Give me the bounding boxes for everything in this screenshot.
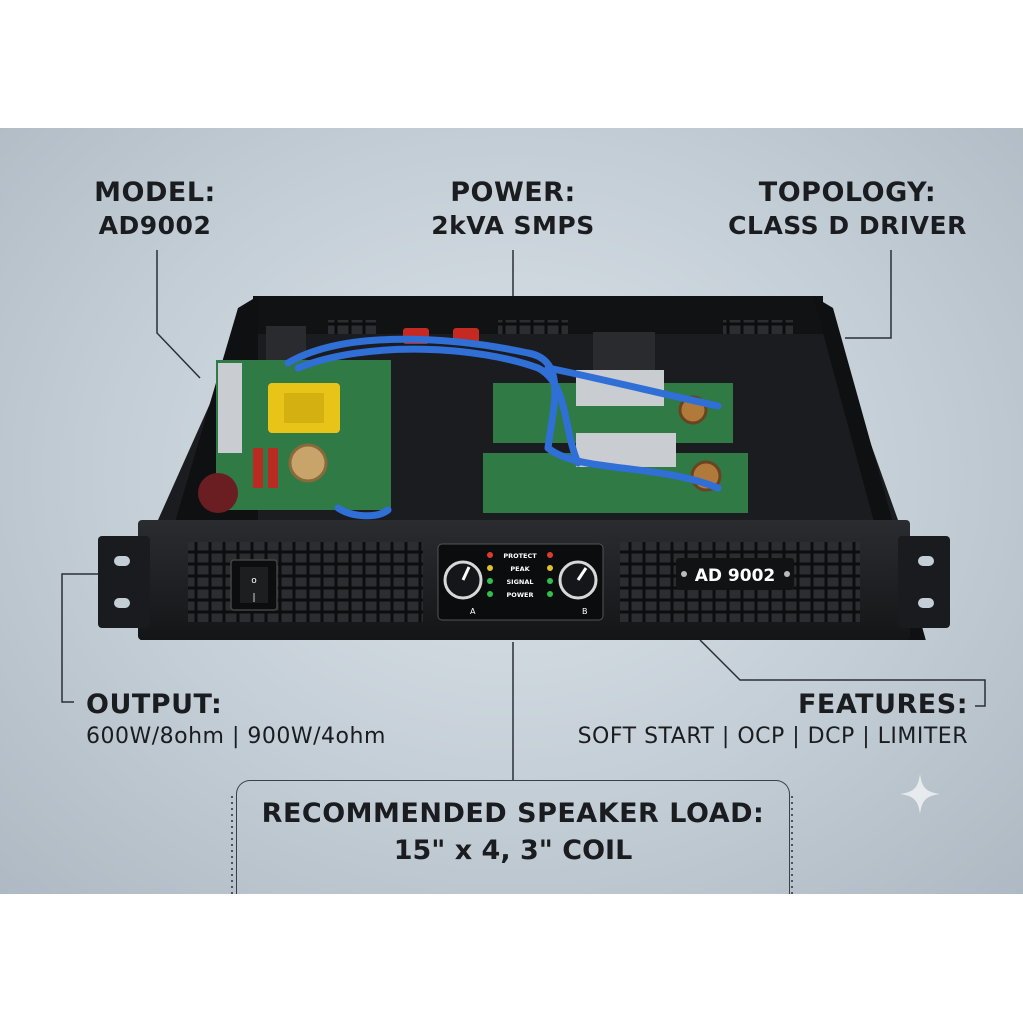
model-leader [156,250,201,379]
topology-title: TOPOLOGY: [758,177,937,208]
channel-a-label: A [470,607,476,616]
power-spec: POWER: 2kVA SMPS [403,176,623,242]
model-value: AD9002 [98,211,212,240]
features-title: FEATURES: [797,689,968,720]
product-panel: MODEL: AD9002 POWER: 2kVA SMPS TOPOLOGY:… [0,128,1023,894]
brand-plate [676,558,794,590]
topology-spec: TOPOLOGY: CLASS D DRIVER [720,176,975,242]
channel-b-label: B [582,607,588,616]
svg-text:|: | [252,593,255,603]
indicator-protect-label: PROTECT [503,552,537,560]
amplifier-image: o | A B PROTECT PEAK SIGNAL POWER AD 900… [98,296,950,640]
indicator-power-label: POWER [507,591,534,599]
topology-leader [845,250,892,339]
rack-ear-right [898,536,950,628]
output-title: OUTPUT: [86,689,223,720]
rack-ear-left [98,536,150,628]
features-value: SOFT START | OCP | DCP | LIMITER [577,724,968,749]
power-value: 2kVA SMPS [431,211,595,240]
output-value: 600W/8ohm | 900W/4ohm [86,724,386,749]
indicator-signal-label: SIGNAL [506,578,533,586]
output-spec: OUTPUT: 600W/8ohm | 900W/4ohm [86,688,446,752]
power-title: POWER: [450,177,576,208]
topology-value: CLASS D DRIVER [728,211,967,240]
bulk-capacitor [198,473,238,513]
cooling-fan-right [593,332,655,372]
svg-text:o: o [251,576,257,586]
output-leader [61,573,100,703]
cable-loom [284,335,722,520]
vent-left [188,542,423,622]
smps-board [216,360,391,510]
recommendation-box: RECOMMENDED SPEAKER LOAD: 15" x 4, 3" CO… [236,780,790,894]
brand-label: AD 9002 [695,566,776,586]
features-spec: FEATURES: SOFT START | OCP | DCP | LIMIT… [520,688,968,752]
sparkle-icon [900,774,940,814]
recommendation-title: RECOMMENDED SPEAKER LOAD: [261,798,765,829]
recommendation-value: 15" x 4, 3" COIL [393,835,633,866]
control-panel [437,543,604,621]
features-leader [699,639,986,707]
indicator-peak-label: PEAK [510,565,530,573]
model-spec: MODEL: AD9002 [70,176,240,242]
model-title: MODEL: [94,177,216,208]
toroid-coil [288,443,328,483]
heatsink [218,363,242,453]
leader-lines [61,250,986,894]
